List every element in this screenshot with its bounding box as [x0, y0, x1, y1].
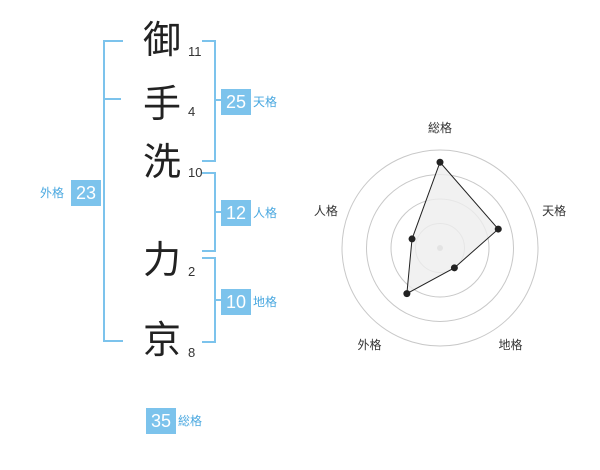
stroke-count-4: 2	[188, 264, 196, 279]
gaikaku-badge: 23	[71, 180, 101, 206]
gaikaku-label: 外格	[40, 186, 65, 200]
gaikaku-bracket	[103, 40, 123, 342]
radar-area	[406, 161, 499, 295]
soukaku-label: 総格	[178, 414, 203, 428]
radar-point-5	[408, 235, 416, 243]
jinkaku-label: 人格	[253, 206, 278, 220]
tenkaku-bracket	[202, 40, 216, 162]
chikaku-badge: 10	[221, 289, 251, 315]
radar-axis-label-4: 外格	[357, 337, 381, 352]
radar-point-3	[450, 264, 458, 272]
soukaku-badge: 35	[146, 408, 176, 434]
tenkaku-bracket-tick	[214, 99, 222, 101]
radar-point-4	[403, 290, 411, 298]
radar-grid-ring-4	[341, 149, 539, 347]
chikaku-bracket-tick	[214, 299, 222, 301]
name-char-5: 京	[142, 318, 181, 362]
radar-axis-label-1: 総格	[428, 120, 452, 135]
tenkaku-label: 天格	[253, 95, 278, 109]
gaikaku-bracket-tick	[105, 98, 121, 100]
name-char-3: 洗	[142, 140, 181, 184]
name-char-2: 手	[142, 82, 181, 126]
chikaku-label: 地格	[253, 295, 278, 309]
jinkaku-badge: 12	[221, 200, 251, 226]
stroke-count-3: 10	[188, 165, 203, 180]
radar-axis-label-2: 天格	[542, 203, 566, 218]
radar-points	[403, 158, 502, 298]
stroke-count-2: 4	[188, 104, 196, 119]
jinkaku-bracket-tick	[214, 211, 222, 213]
name-char-1: 御	[142, 18, 181, 62]
radar-point-2	[494, 225, 502, 233]
radar-axis-label-3: 地格	[499, 337, 523, 352]
radar-axis-label-5: 人格	[314, 203, 338, 218]
stroke-count-1: 11	[188, 44, 202, 59]
name-char-4: 力	[142, 238, 181, 282]
tenkaku-badge: 25	[221, 89, 251, 115]
radar-point-1	[436, 158, 444, 166]
stroke-count-5: 8	[188, 345, 196, 360]
